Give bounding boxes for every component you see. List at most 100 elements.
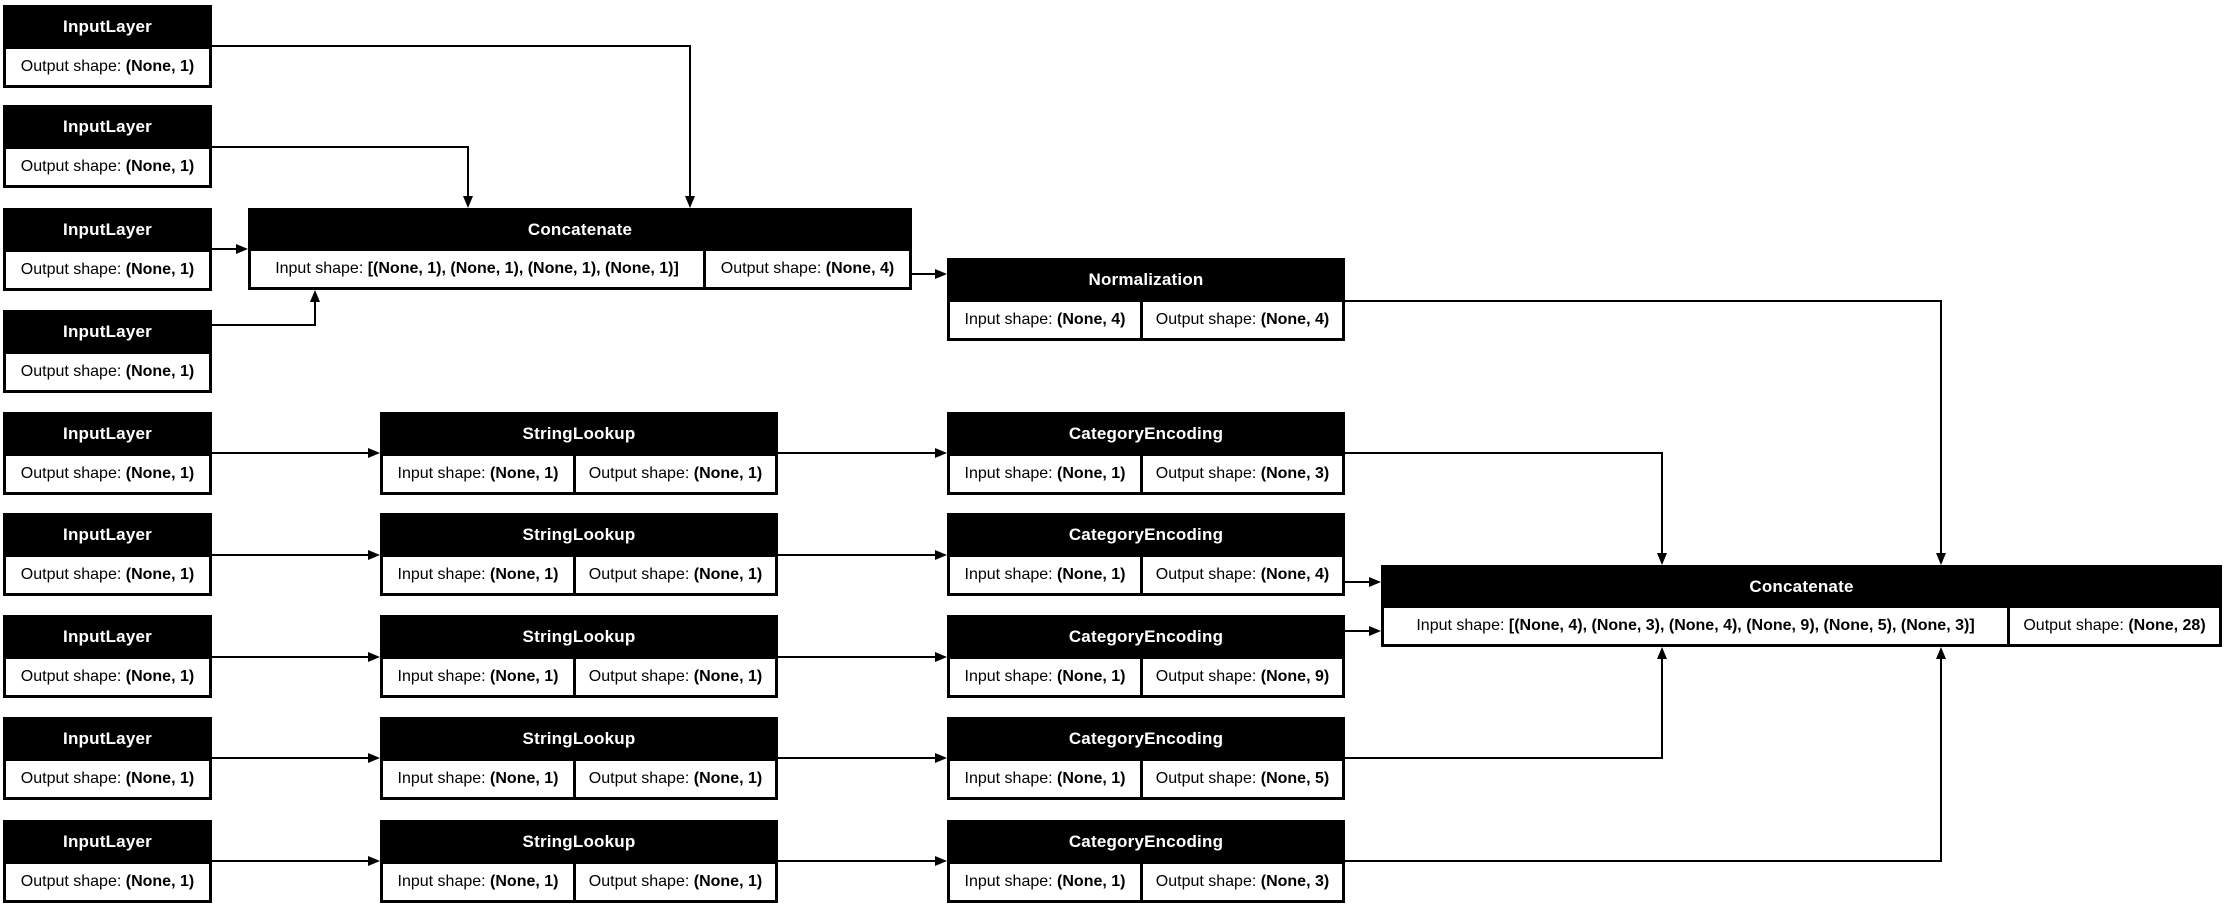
arrowhead-input_3-to-concatenate_1 (236, 244, 248, 254)
shape-label: Output shape: (588, 566, 694, 583)
shape-value: (None, 3) (1260, 465, 1330, 482)
shape-label: Input shape: (397, 668, 491, 685)
shape-value: (None, 1) (125, 58, 195, 75)
shape-cell: Input shape: (None, 1) (950, 761, 1140, 797)
shape-row: Output shape: (None, 1) (3, 557, 212, 596)
edge-category_encoding_4-to-concatenate_2 (1345, 659, 1663, 759)
shape-row: Input shape: (None, 1)Output shape: (Non… (947, 557, 1345, 596)
shape-label: Output shape: (20, 158, 126, 175)
shape-label: Output shape: (2023, 617, 2129, 634)
shape-value: (None, 1) (125, 363, 195, 380)
shape-value: (None, 1) (490, 465, 559, 482)
shape-label: Output shape: (1155, 873, 1261, 890)
shape-label: Output shape: (588, 770, 694, 787)
arrowhead-category_encoding_1-to-concatenate_2 (1657, 553, 1667, 565)
shape-value: (None, 1) (490, 566, 559, 583)
edge-input_4-to-concatenate_1 (212, 302, 316, 326)
shape-cell: Output shape: (None, 3) (1143, 864, 1342, 900)
arrowhead-string_lookup_4-to-category_encoding_4 (935, 753, 947, 763)
layer-type-label: InputLayer (63, 525, 152, 544)
shape-label: Output shape: (1155, 465, 1261, 482)
shape-cell: Input shape: (None, 1) (383, 864, 573, 900)
shape-value: (None, 1) (125, 770, 195, 787)
shape-value: (None, 1) (1057, 465, 1126, 482)
shape-value: (None, 1) (490, 873, 559, 890)
shape-value: (None, 1) (125, 261, 195, 278)
shape-cell: Output shape: (None, 1) (6, 659, 209, 695)
shape-label: Output shape: (20, 465, 126, 482)
shape-label: Output shape: (20, 770, 126, 787)
shape-cell: Output shape: (None, 1) (6, 354, 209, 390)
shape-value: (None, 1) (693, 873, 763, 890)
shape-label: Output shape: (20, 668, 126, 685)
shape-value: (None, 1) (1057, 873, 1126, 890)
shape-cell: Output shape: (None, 1) (576, 557, 775, 593)
edge-input_1-to-concatenate_1 (212, 45, 691, 196)
shape-value: (None, 1) (693, 668, 763, 685)
shape-label: Input shape: (397, 566, 491, 583)
shape-label: Input shape: (397, 873, 491, 890)
layer-type-label: Normalization (1088, 270, 1204, 289)
shape-row: Input shape: (None, 1) Output shape: (Non… (947, 761, 1345, 800)
layer-type-label: InputLayer (63, 17, 152, 36)
shape-value: (None, 4) (1057, 311, 1126, 328)
arrowhead-input_7-to-string_lookup_3 (368, 652, 380, 662)
arrowhead-category_encoding_4-to-concatenate_2 (1657, 647, 1667, 659)
shape-value: (None, 1) (1057, 770, 1126, 787)
shape-value: (None, 4) (1260, 566, 1330, 583)
arrowhead-input_9-to-string_lookup_5 (368, 856, 380, 866)
arrowhead-category_encoding_3-to-concatenate_2 (1369, 626, 1381, 636)
shape-cell: Output shape: (None, 4) (706, 251, 909, 287)
shape-value: (None, 4) (1260, 311, 1330, 328)
layer-type-label: InputLayer (63, 729, 152, 748)
shape-value: (None, 1) (693, 566, 763, 583)
shape-cell: Input shape: (None, 1) (383, 456, 573, 492)
layer-type-label: StringLookup (522, 729, 636, 748)
arrowhead-input_4-to-concatenate_1 (310, 290, 320, 302)
shape-row: Output shape: (None, 1) (3, 252, 212, 291)
shape-row: Input shape: (None, 1)Output shape: (Non… (380, 864, 778, 903)
shape-cell: Output shape: (None, 1) (6, 761, 209, 797)
shape-cell: Output shape: (None, 1) (6, 456, 209, 492)
shape-label: Output shape: (20, 873, 126, 890)
shape-row: Input shape: [(None, 4), (None, 3), (Non… (1381, 608, 2222, 647)
shape-cell: Input shape: (None, 1) (950, 659, 1140, 695)
layer-type-label: Concatenate (1749, 576, 1854, 596)
layer-type-label: StringLookup (522, 627, 636, 646)
shape-label: Output shape: (1155, 770, 1261, 787)
shape-value: (None, 1) (693, 770, 763, 787)
arrowhead-string_lookup_1-to-category_encoding_1 (935, 448, 947, 458)
shape-cell: Input shape: [(None, 1), (None, 1), (Non… (251, 251, 703, 287)
shape-label: Input shape: (397, 770, 491, 787)
shape-label: Input shape: (964, 873, 1058, 890)
shape-label: Input shape: (964, 311, 1058, 328)
layer-type-label: CategoryEncoding (1068, 832, 1224, 851)
shape-cell: Output shape: (None, 1) (6, 149, 209, 185)
shape-cell: Output shape: (None, 3) (1143, 456, 1342, 492)
shape-cell: Input shape: (None, 1) (950, 864, 1140, 900)
edge-normalization-to-concatenate_2 (1345, 300, 1942, 553)
layer-type-label: InputLayer (63, 627, 152, 646)
shape-cell: Input shape: (None, 1) (383, 659, 573, 695)
arrowhead-category_encoding_5-to-concatenate_2 (1936, 647, 1946, 659)
shape-cell: Input shape: (None, 1) (950, 557, 1140, 593)
shape-row: Input shape: (None, 1)Output shape: (Non… (380, 761, 778, 800)
shape-row: Input shape: (None, 1)Output shape: (Non… (947, 864, 1345, 903)
arrowhead-input_1-to-concatenate_1 (685, 196, 695, 208)
arrowhead-input_6-to-string_lookup_2 (368, 550, 380, 560)
shape-value: (None, 1) (693, 465, 763, 482)
shape-cell: Output shape: (None, 1) (576, 456, 775, 492)
